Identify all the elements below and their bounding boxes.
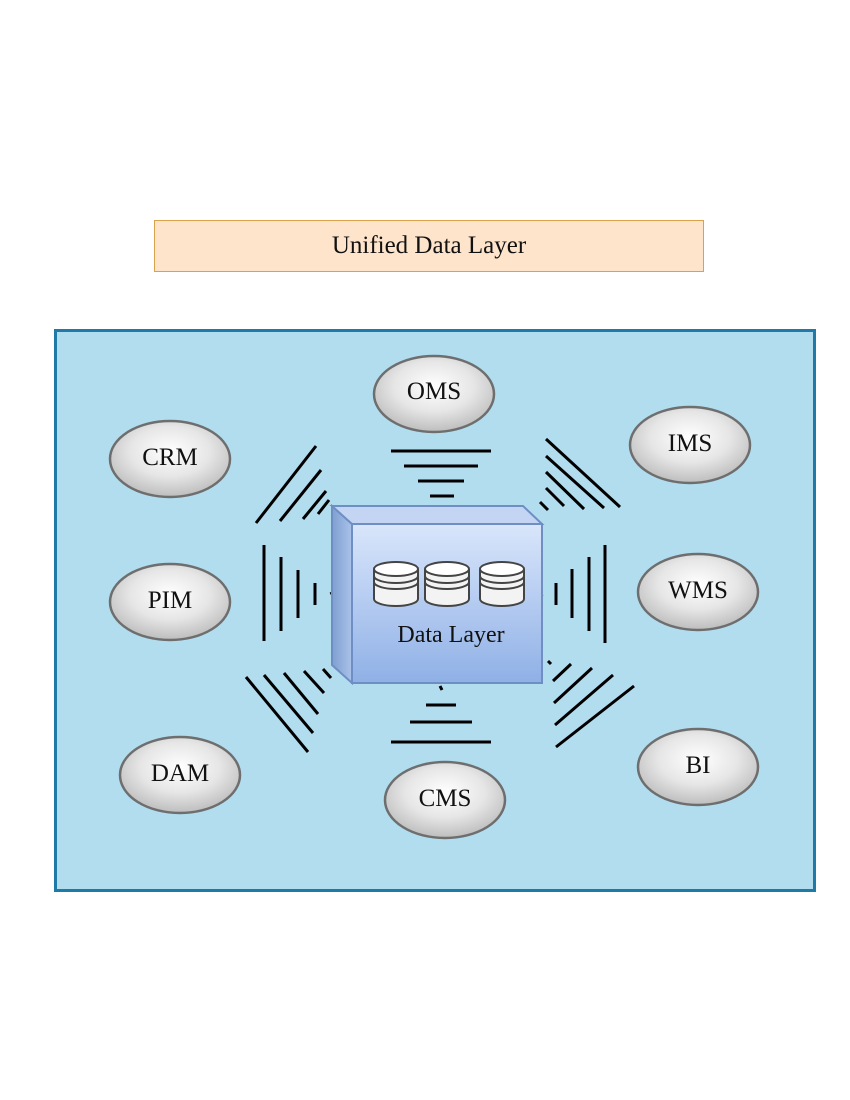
data-layer-label: Data Layer — [397, 622, 504, 648]
connector-bi — [546, 659, 635, 749]
connector-dam — [244, 668, 333, 753]
node-label: WMS — [668, 577, 728, 604]
node-label: PIM — [148, 587, 192, 614]
node-cms: CMS — [383, 760, 507, 840]
database-cylinder-icon — [424, 561, 470, 607]
node-label: CMS — [419, 785, 472, 812]
node-label: BI — [686, 752, 711, 779]
database-icon — [373, 561, 525, 607]
connector-wms — [538, 545, 607, 643]
node-crm: CRM — [108, 419, 232, 499]
node-label: CRM — [142, 444, 198, 471]
node-bi: BI — [636, 727, 760, 807]
database-cylinder-icon — [373, 561, 419, 607]
connector-crm — [254, 445, 331, 524]
connector-oms — [391, 449, 491, 514]
node-pim: PIM — [108, 562, 232, 642]
database-cylinder-icon — [479, 561, 525, 607]
node-label: DAM — [151, 760, 209, 787]
connector-ims — [538, 437, 622, 512]
node-dam: DAM — [118, 735, 242, 815]
connector-lines — [244, 437, 635, 753]
node-label: IMS — [668, 430, 712, 457]
node-oms: OMS — [372, 354, 496, 434]
node-ims: IMS — [628, 405, 752, 485]
node-label: OMS — [407, 378, 461, 405]
connector-cms — [391, 685, 491, 744]
connector-pim — [262, 545, 335, 641]
diagram-title: Unified Data Layer — [154, 220, 704, 272]
data-layer-box: Data Layer — [329, 503, 545, 686]
node-wms: WMS — [636, 552, 760, 632]
